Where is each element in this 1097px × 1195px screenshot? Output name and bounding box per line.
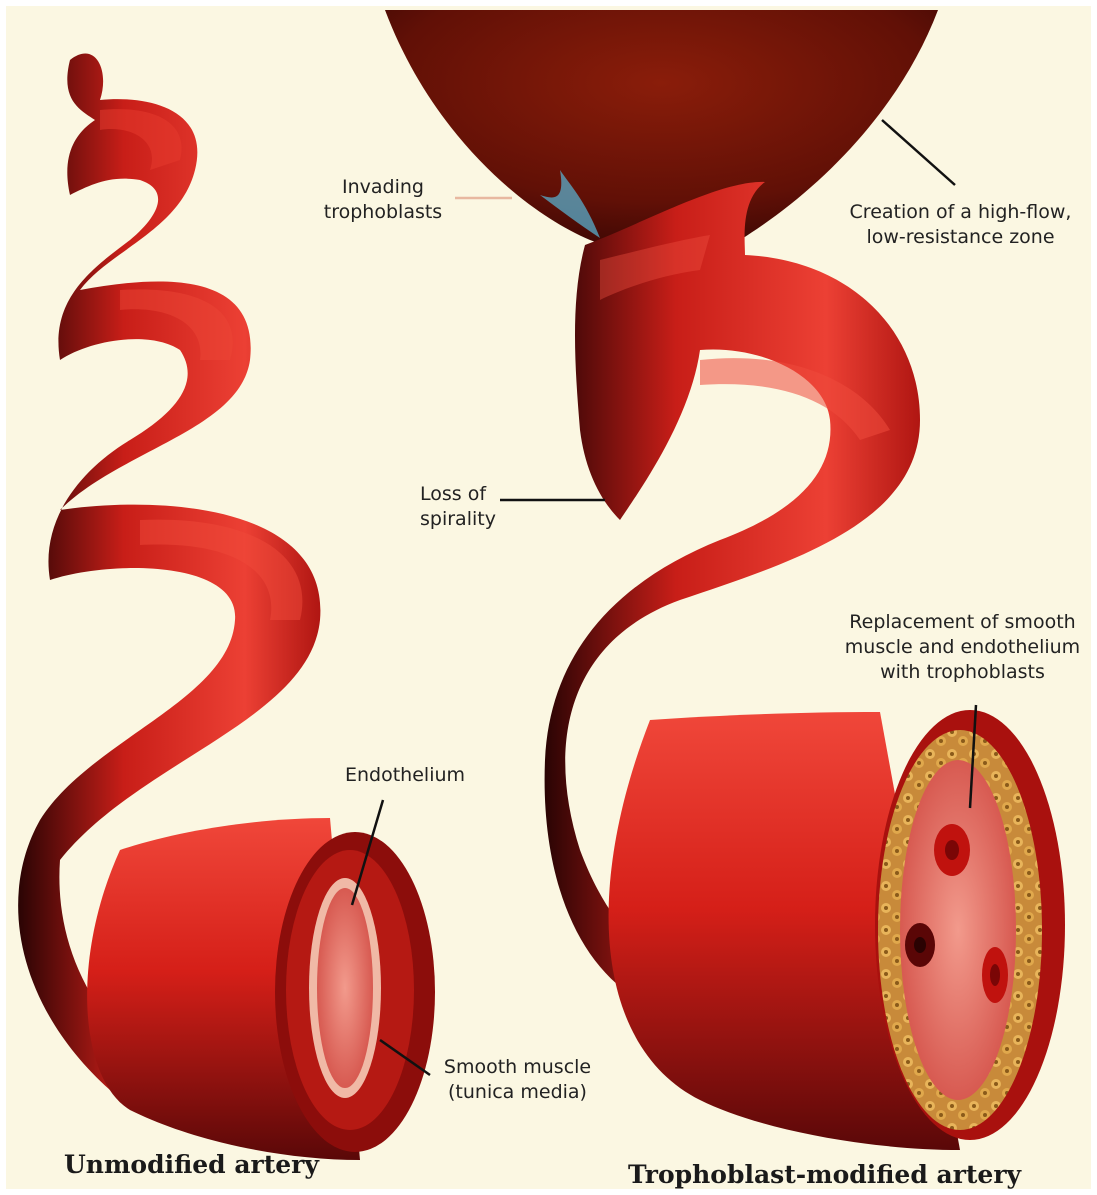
label-endothelium: Endothelium [345,763,485,788]
label-high-flow-zone: Creation of a high-flow, low-resistance … [838,200,1083,250]
label-smooth-muscle: Smooth muscle (tunica media) [430,1055,605,1105]
label-replacement: Replacement of smooth muscle and endothe… [835,610,1090,685]
caption-unmodified-artery: Unmodified artery [64,1150,319,1179]
label-invading-trophoblasts: Invading trophoblasts [318,175,448,225]
label-loss-of-spirality: Loss of spirality [420,482,510,532]
caption-modified-artery: Trophoblast-modified artery [628,1160,1021,1189]
